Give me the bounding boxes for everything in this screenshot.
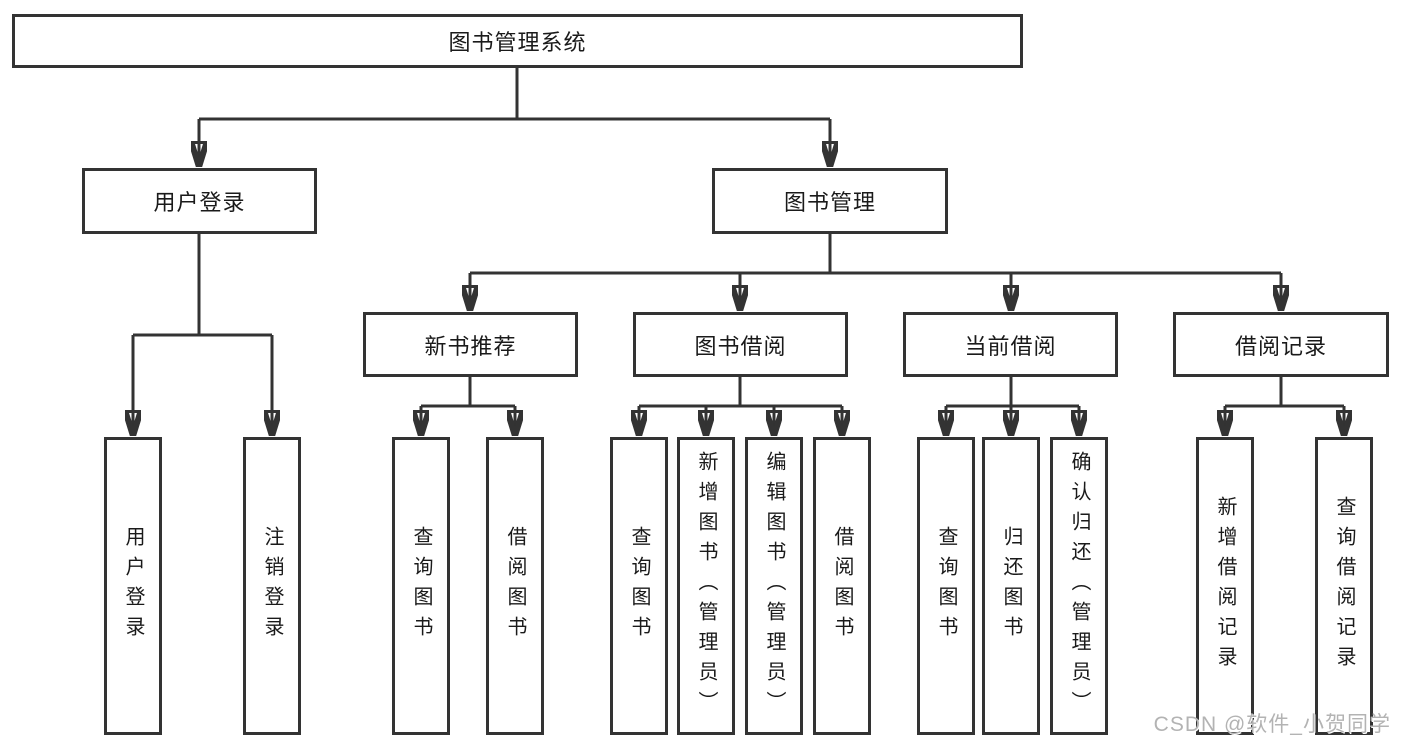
leaf-node-add-borrow-record: 新增借阅记录 [1196, 437, 1254, 735]
branch-node-book-management: 图书管理 [712, 168, 948, 234]
section-node-current-borrowing: 当前借阅 [903, 312, 1118, 377]
leaf-node-logout: 注销登录 [243, 437, 301, 735]
leaf-node-user-login: 用户登录 [104, 437, 162, 735]
leaf-node-label: 查询图书 [410, 526, 432, 646]
section-node-book-borrowing: 图书借阅 [633, 312, 848, 377]
branch-node-user-login: 用户登录 [82, 168, 317, 234]
leaf-node-query-books: 查询图书 [610, 437, 668, 735]
leaf-node-label: 查询借阅记录 [1333, 496, 1355, 676]
leaf-node-borrow-books: 借阅图书 [813, 437, 871, 735]
leaf-node-edit-books-admin: 编辑图书（管理员） [745, 437, 803, 735]
branch-node-label: 图书管理 [783, 190, 876, 215]
section-node-label: 借阅记录 [1234, 333, 1327, 359]
leaf-node-query-books: 查询图书 [917, 437, 975, 735]
leaf-node-label: 新增图书（管理员） [695, 451, 717, 721]
leaf-node-add-books-admin: 新增图书（管理员） [677, 437, 735, 735]
section-node-label: 当前借阅 [964, 333, 1057, 359]
leaf-node-query-books: 查询图书 [392, 437, 450, 735]
leaf-node-borrow-books: 借阅图书 [486, 437, 544, 735]
section-node-label: 图书借阅 [694, 333, 787, 359]
section-node-borrowing-records: 借阅记录 [1173, 312, 1389, 377]
leaf-node-label: 借阅图书 [504, 526, 526, 646]
leaf-node-label: 新增借阅记录 [1214, 496, 1236, 676]
section-node-new-book-recommend: 新书推荐 [363, 312, 578, 377]
leaf-node-return-books: 归还图书 [982, 437, 1040, 735]
leaf-node-label: 查询图书 [628, 526, 650, 646]
section-node-label: 新书推荐 [424, 333, 517, 359]
leaf-node-label: 注销登录 [261, 526, 283, 646]
leaf-node-label: 编辑图书（管理员） [763, 451, 785, 721]
leaf-node-label: 查询图书 [935, 526, 957, 646]
branch-node-label: 用户登录 [153, 190, 246, 215]
leaf-node-label: 借阅图书 [831, 526, 853, 646]
csdn-watermark: CSDN @软件_小贺同学 [1153, 713, 1391, 736]
root-node-label: 图书管理系统 [448, 30, 587, 55]
leaf-node-label: 归还图书 [1000, 526, 1022, 646]
leaf-node-label: 确认归还（管理员） [1068, 451, 1090, 721]
root-node-library-system: 图书管理系统 [12, 14, 1023, 68]
leaf-node-confirm-return-admin: 确认归还（管理员） [1050, 437, 1108, 735]
leaf-node-query-borrow-record: 查询借阅记录 [1315, 437, 1373, 735]
leaf-node-label: 用户登录 [122, 526, 144, 646]
